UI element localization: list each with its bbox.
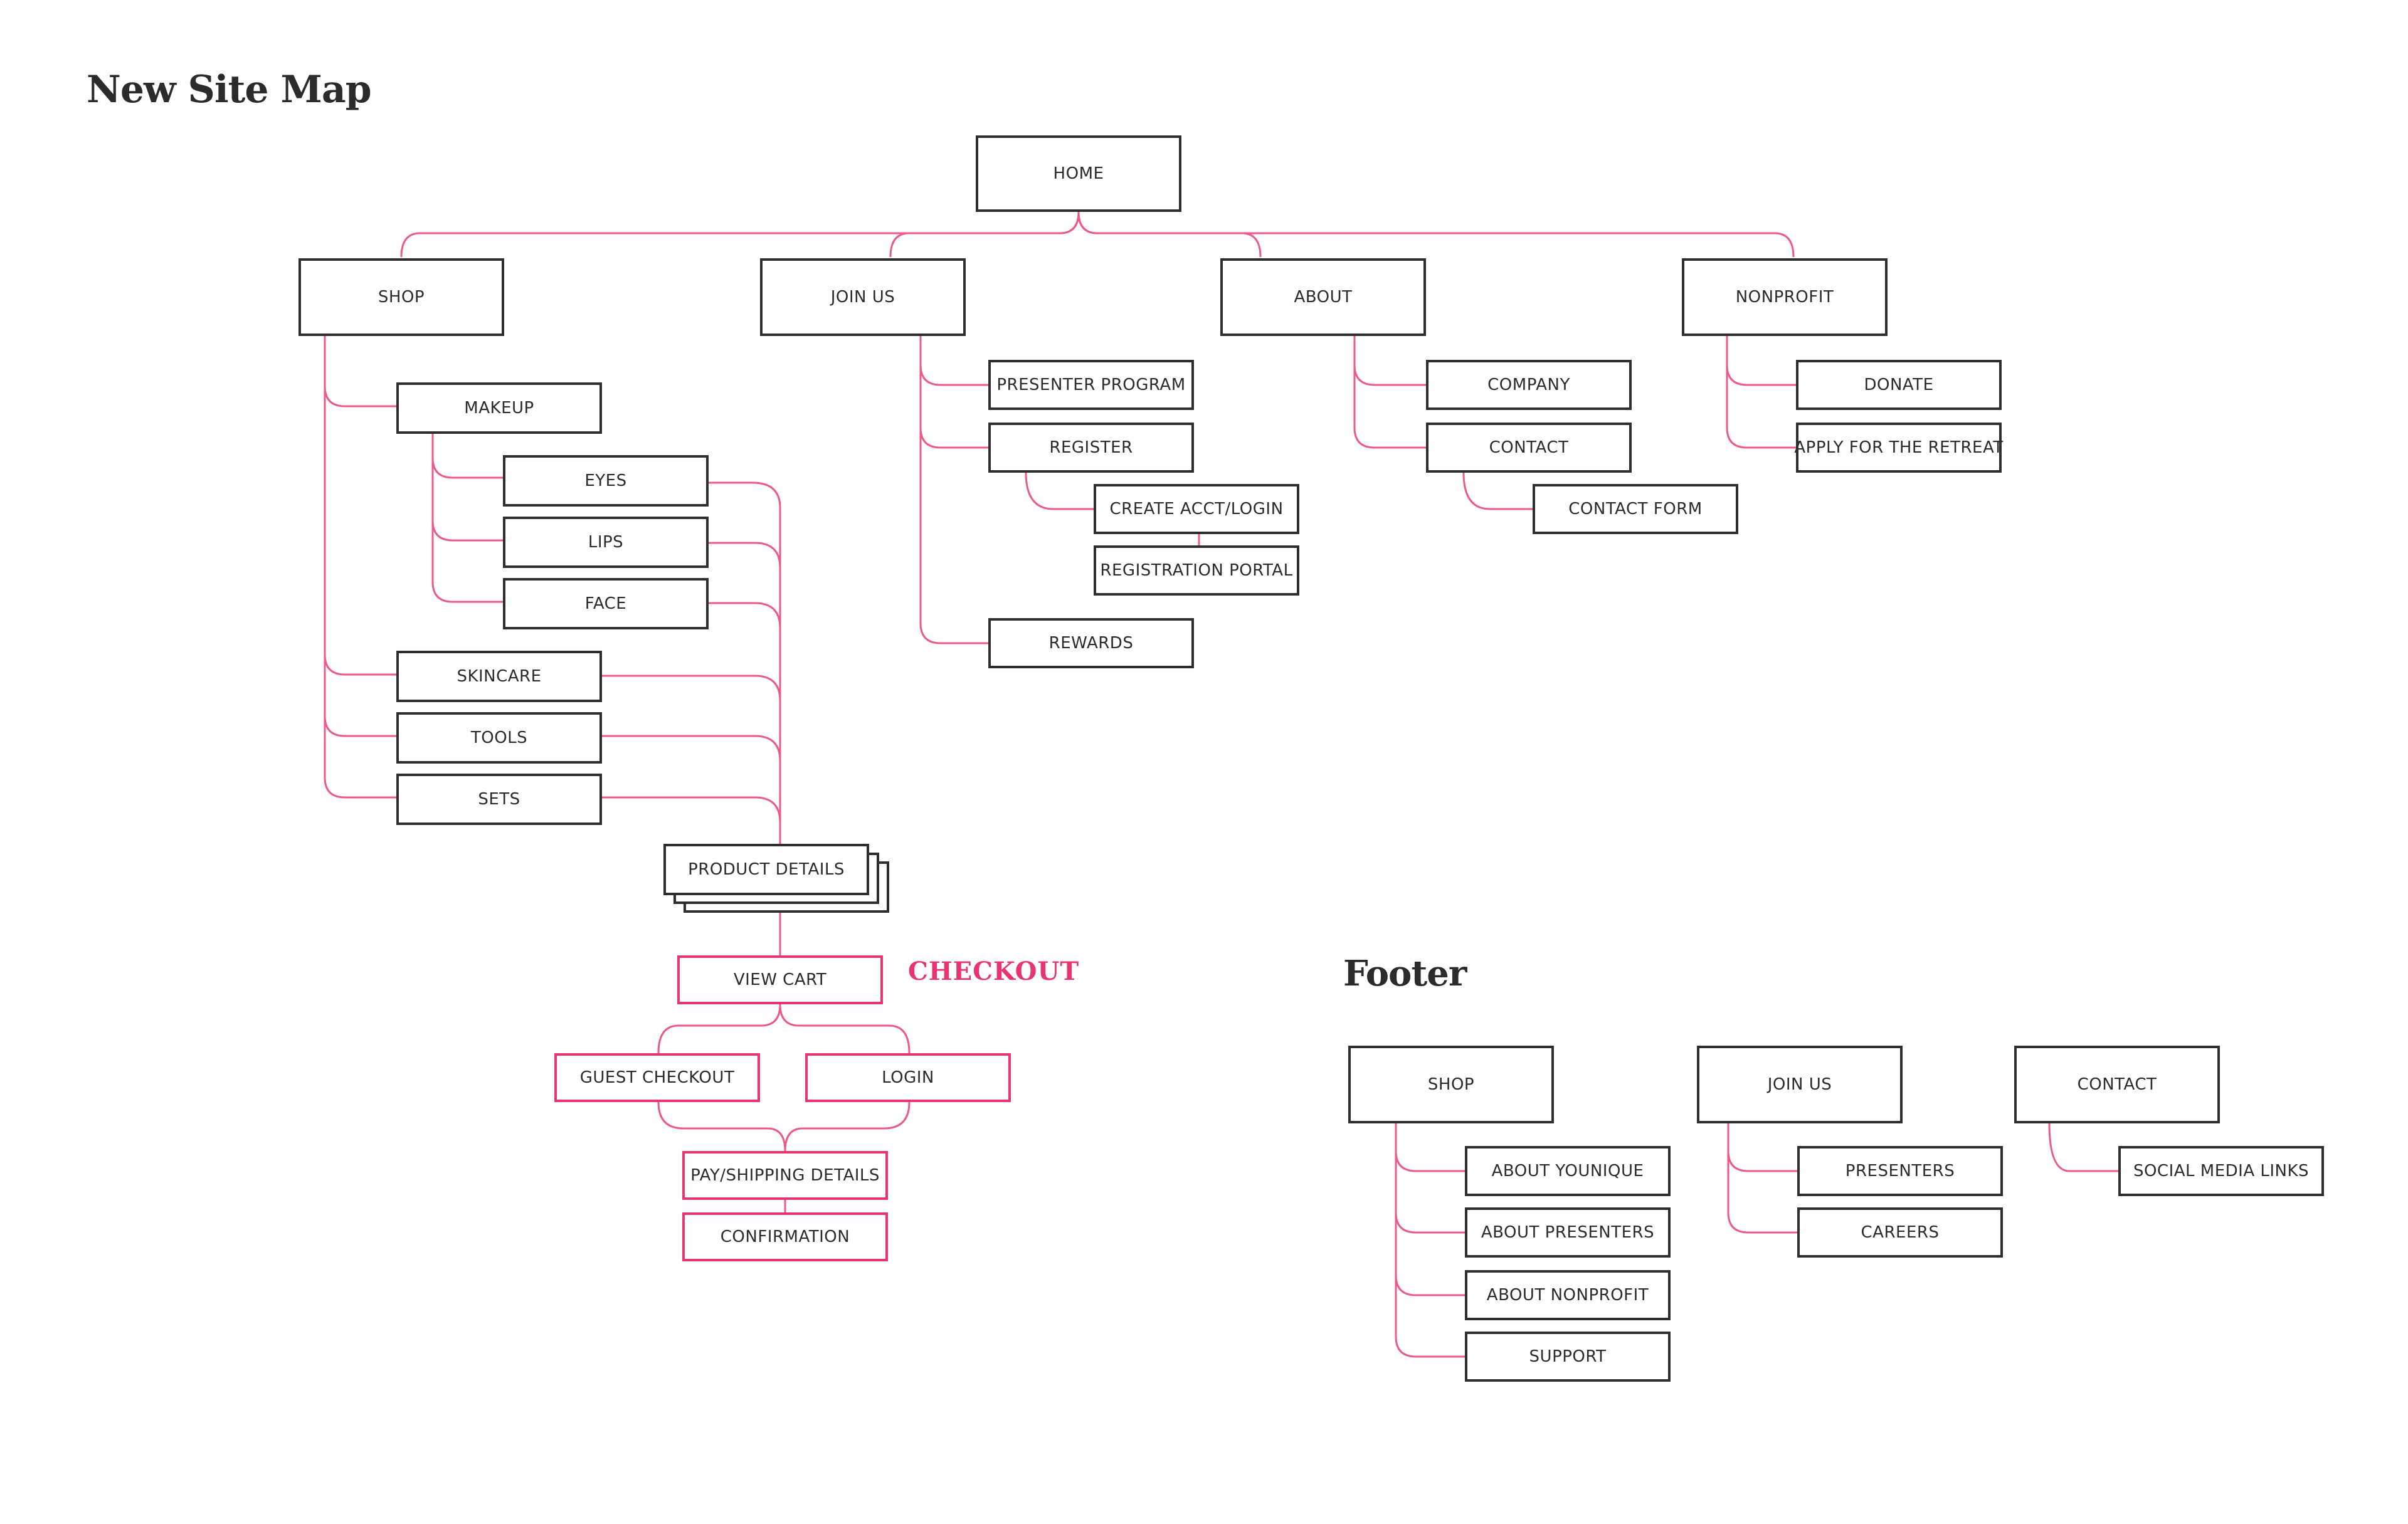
connector-footer-presenters (1727, 1150, 1800, 1172)
footer-title: Footer (1343, 953, 1467, 994)
connector-makeup-eyes (431, 457, 505, 479)
connector-joinus-register (919, 427, 991, 449)
connector-footer-shop-trunk (1395, 1123, 1467, 1358)
connector-guest-pay (657, 1101, 786, 1152)
node-eyes: EYES (503, 455, 709, 507)
connector-contact-form (1462, 472, 1535, 510)
connector-sets-product (601, 796, 781, 823)
connector-home-shop (400, 211, 1080, 258)
connector-tools-product (601, 735, 781, 762)
node-tools: TOOLS (396, 712, 602, 764)
connector-login-pay (784, 1101, 911, 1152)
node-about: ABOUT (1220, 258, 1426, 336)
footer-node-about-nonprofit: ABOUT NONPROFIT (1465, 1270, 1671, 1320)
footer-node-about-presenters: ABOUT PRESENTERS (1465, 1207, 1671, 1258)
node-product-details: PRODUCT DETAILS (663, 844, 869, 895)
footer-node-join-us: JOIN US (1697, 1046, 1903, 1123)
node-create-acct-login: CREATE ACCT/LOGIN (1094, 484, 1299, 534)
connector-about-company (1353, 364, 1428, 386)
node-skincare: SKINCARE (396, 651, 602, 702)
node-confirmation: CONFIRMATION (682, 1212, 888, 1261)
node-rewards: REWARDS (988, 618, 1194, 668)
connector-footer-about-presenters (1395, 1212, 1467, 1234)
node-nonprofit: NONPROFIT (1682, 258, 1888, 336)
node-guest-checkout: GUEST CHECKOUT (554, 1053, 760, 1102)
checkout-label: CHECKOUT (908, 957, 1080, 986)
node-donate: DONATE (1796, 360, 2002, 410)
connector-footer-about-nonprofit (1395, 1274, 1467, 1296)
footer-node-shop: SHOP (1348, 1046, 1554, 1123)
connector-joinus-trunk (919, 336, 991, 644)
node-pay-shipping: PAY/SHIPPING DETAILS (682, 1151, 888, 1200)
footer-node-careers: CAREERS (1797, 1207, 2003, 1258)
connector-nonprofit-trunk (1726, 336, 1798, 449)
node-register: REGISTER (988, 423, 1194, 473)
connector-shop-tools (324, 715, 399, 737)
connector-face-product (709, 602, 781, 629)
connector-joinus-presenter (919, 364, 991, 386)
footer-node-social-media-links: SOCIAL MEDIA LINKS (2118, 1146, 2324, 1196)
node-presenter-program: PRESENTER PROGRAM (988, 360, 1194, 410)
connector-lips-product (709, 542, 781, 569)
connector-skincare-product (601, 675, 781, 702)
connector-makeup-lips (431, 520, 505, 542)
connector-viewcart-login (779, 1004, 911, 1054)
node-makeup: MAKEUP (396, 382, 602, 434)
connector-register-create (1025, 472, 1096, 510)
footer-node-contact: CONTACT (2014, 1046, 2220, 1123)
connector-home-nonprofit (1077, 211, 1795, 258)
node-contact: CONTACT (1426, 423, 1632, 473)
connector-eyes-product (709, 481, 781, 845)
node-registration-portal: REGISTRATION PORTAL (1094, 545, 1299, 596)
node-face: FACE (503, 578, 709, 629)
connector-makeup-trunk (431, 434, 505, 603)
node-login: LOGIN (805, 1053, 1011, 1102)
footer-node-about-younique: ABOUT YOUNIQUE (1465, 1146, 1671, 1196)
connector-nonprofit-donate (1726, 364, 1798, 386)
connector-footer-joinus-trunk (1727, 1123, 1800, 1234)
connector-shop-makeup (324, 386, 399, 407)
node-shop: SHOP (298, 258, 504, 336)
connector-footer-about-younique (1395, 1150, 1467, 1172)
connector-shop-trunk (324, 336, 399, 799)
page-title: New Site Map (87, 68, 372, 112)
node-view-cart: VIEW CART (677, 955, 883, 1004)
connector-about-trunk (1353, 336, 1428, 449)
footer-node-support: SUPPORT (1465, 1332, 1671, 1382)
connector-home-joinus (889, 211, 1080, 258)
node-join-us: JOIN US (760, 258, 966, 336)
node-sets: SETS (396, 774, 602, 825)
node-home: HOME (976, 135, 1181, 212)
footer-node-presenters: PRESENTERS (1797, 1146, 2003, 1196)
node-lips: LIPS (503, 517, 709, 568)
connector-home-about (1077, 211, 1262, 258)
node-apply-retreat: APPLY FOR THE RETREAT (1794, 423, 2003, 473)
connector-viewcart-guest (657, 1004, 781, 1054)
connector-footer-social (2048, 1123, 2121, 1172)
node-contact-form: CONTACT FORM (1533, 484, 1738, 534)
node-company: COMPANY (1426, 360, 1632, 410)
connector-shop-skincare (324, 654, 399, 676)
